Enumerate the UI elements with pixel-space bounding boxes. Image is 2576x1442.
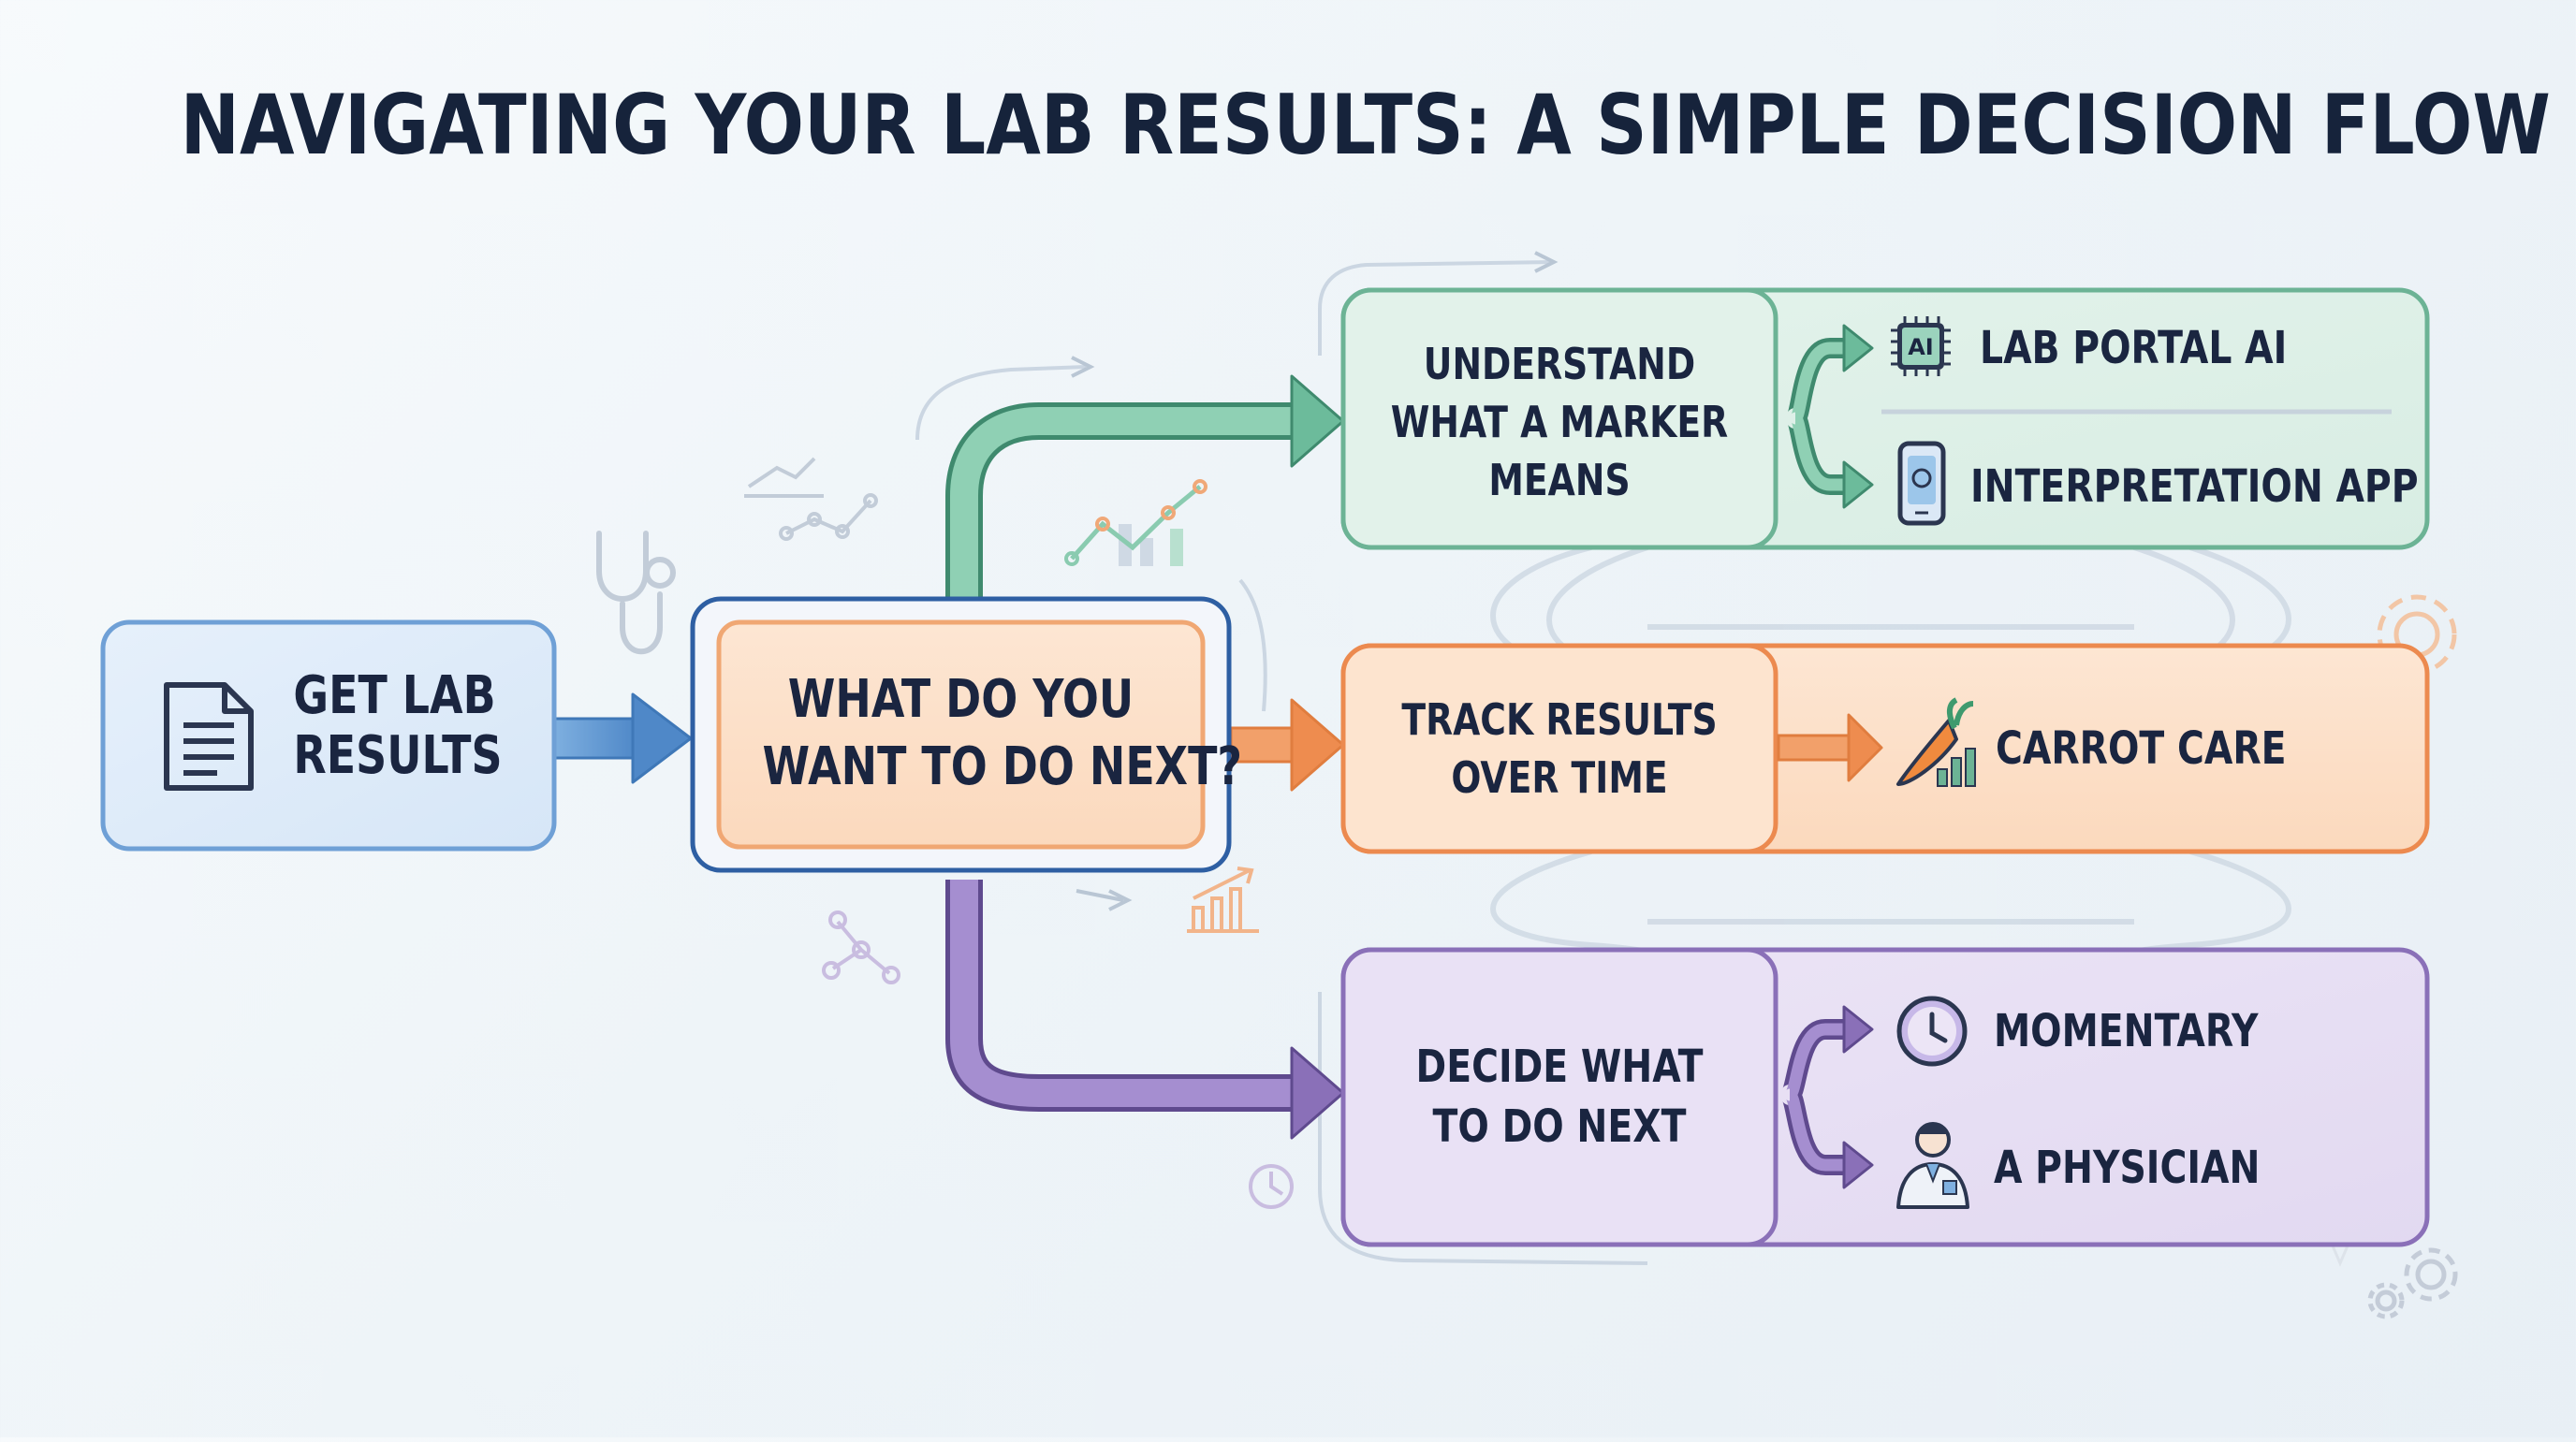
gears-icon: [2367, 1247, 2458, 1319]
start-node-line: GET LAB: [293, 665, 496, 726]
decide-node-line: DECIDE WHAT: [1415, 1041, 1704, 1093]
option-interpretation-app: INTERPRETATION APP: [1970, 460, 2419, 513]
question-node-label: WHAT DO YOU WANT TO DO NEXT?: [762, 666, 1243, 801]
track-branch-arrow: [1777, 713, 1883, 782]
question-node: [716, 619, 1206, 850]
track-node-label: TRACK RESULTS OVER TIME: [1383, 691, 1737, 807]
understand-node-line: WHAT A MARKER: [1390, 397, 1729, 447]
track-node-line: TRACK RESULTS: [1401, 694, 1718, 745]
understand-branch-bracket: [1785, 324, 1874, 509]
decorative-arrowheads: [1071, 251, 1559, 911]
option-momentary: MOMENTARY: [1994, 1005, 2259, 1057]
decide-node-line: TO DO NEXT: [1432, 1100, 1687, 1153]
line-chart-icon: [744, 457, 878, 541]
track-node-line: OVER TIME: [1451, 752, 1668, 803]
ai-chip-icon: AI: [1891, 316, 1951, 376]
understand-node-line: UNDERSTAND: [1423, 339, 1696, 389]
connector-question-to-understand: [945, 374, 1345, 599]
start-node: [100, 619, 557, 852]
question-node-line: WANT TO DO NEXT?: [762, 736, 1243, 797]
option-a-physician: A PHYSICIAN: [1994, 1142, 2261, 1194]
connector-question-to-decide: [945, 880, 1345, 1140]
decide-branch-bracket: [1779, 1005, 1874, 1189]
clock-icon: [1896, 996, 1968, 1067]
start-node-line: RESULTS: [293, 725, 503, 786]
phone-app-icon: [1897, 441, 1946, 526]
connector-question-to-track: [1229, 698, 1345, 792]
network-nodes-icon: [822, 910, 900, 984]
page-title: NAVIGATING YOUR LAB RESULTS: A SIMPLE DE…: [180, 77, 2551, 173]
connector-start-to-question: [550, 692, 693, 784]
understand-node-line: MEANS: [1488, 455, 1631, 505]
track-node: [1340, 643, 1778, 854]
start-node-label: GET LAB RESULTS: [293, 665, 503, 786]
bar-trend-icon: [1064, 479, 1208, 566]
understand-node: [1340, 287, 1778, 550]
document-icon: [164, 682, 254, 791]
option-lab-portal-ai: LAB PORTAL AI: [1980, 322, 2288, 374]
clock-outline-icon: [1249, 1164, 1294, 1209]
option-carrot-care: CARROT CARE: [1996, 722, 2287, 775]
understand-node-label: UNDERSTAND WHAT A MARKER MEANS: [1383, 335, 1737, 509]
decide-node-label: DECIDE WHAT TO DO NEXT: [1383, 1037, 1737, 1157]
decide-node: [1340, 947, 1778, 1247]
carrot-chart-icon: [1896, 697, 1976, 787]
svg-text:AI: AI: [1908, 334, 1934, 360]
question-node-line: WHAT DO YOU: [787, 669, 1134, 730]
stethoscope-icon: [596, 531, 676, 655]
physician-icon: [1896, 1122, 1969, 1209]
small-bar-chart-icon: [1187, 867, 1259, 933]
decorative-curves: [915, 260, 1648, 1265]
